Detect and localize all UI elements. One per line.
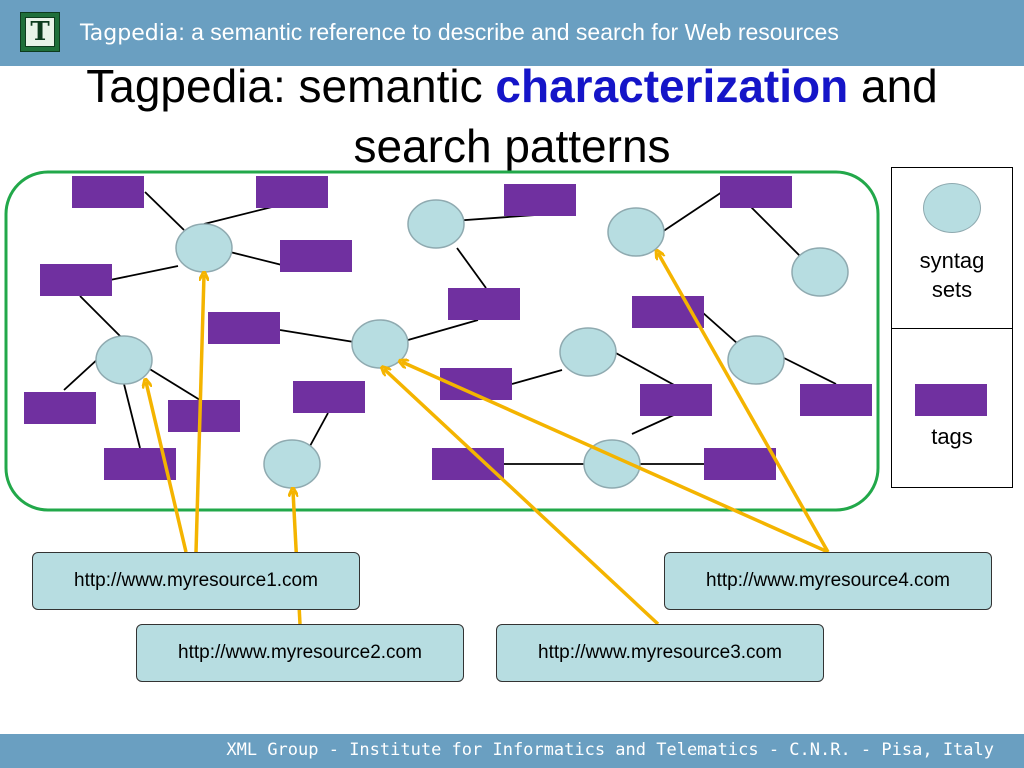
- tag: [704, 448, 776, 480]
- tag: [800, 384, 872, 416]
- legend-divider: [892, 328, 1012, 329]
- arrow-r4-a: [402, 362, 829, 554]
- syntag-set: [351, 319, 409, 369]
- legend-syntag-label-2: sets: [931, 277, 973, 302]
- legend-tag-rect: [915, 384, 987, 416]
- title-highlight: characterization: [495, 60, 849, 112]
- legend-syntag-label-1: syntag: [919, 248, 985, 273]
- title-part2: and: [848, 60, 938, 112]
- header-subtitle: : a semantic reference to describe and s…: [178, 19, 839, 45]
- header-bar: T Tagpedia: a semantic reference to desc…: [0, 0, 1024, 66]
- logo-letter: T: [25, 17, 55, 47]
- resource-4-box: http://www.myresource4.com: [664, 552, 992, 610]
- resource-2-box: http://www.myresource2.com: [136, 624, 464, 682]
- syntag-set: [791, 247, 849, 297]
- header-title: Tagpedia: a semantic reference to descri…: [80, 19, 839, 46]
- resource-3-box: http://www.myresource3.com: [496, 624, 824, 682]
- legend: syntag sets tags: [891, 167, 1013, 488]
- syntag-set: [727, 335, 785, 385]
- tag-space-boundary: [4, 170, 880, 512]
- tag: [432, 448, 504, 480]
- tag: [504, 184, 576, 216]
- syntag-set: [583, 439, 641, 489]
- footer-bar: XML Group - Institute for Informatics an…: [0, 734, 1024, 768]
- arrow-r1-a: [194, 275, 204, 553]
- slide-title: Tagpedia: semantic characterization and …: [0, 56, 1024, 176]
- syntag-sets-layer: [95, 199, 849, 489]
- tagpedia-logo: T: [20, 12, 60, 52]
- tag: [448, 288, 520, 320]
- arrow-r3: [384, 369, 660, 626]
- tag: [168, 400, 240, 432]
- footer-text: XML Group - Institute for Informatics an…: [226, 740, 994, 760]
- graph-edges: [63, 191, 837, 465]
- arrow-r1-b: [146, 382, 188, 553]
- syntag-set: [559, 327, 617, 377]
- tag: [293, 381, 365, 413]
- tag: [24, 392, 96, 424]
- syntag-set: [263, 439, 321, 489]
- tag: [280, 240, 352, 272]
- tags-layer: [24, 176, 872, 480]
- header-brand: Tagpedia: [80, 21, 179, 46]
- resource-1-box: http://www.myresource1.com: [32, 552, 360, 610]
- syntag-set: [175, 223, 233, 273]
- title-line2: search patterns: [353, 120, 671, 172]
- tag: [40, 264, 112, 296]
- tag: [72, 176, 144, 208]
- tag: [208, 312, 280, 344]
- tag: [256, 176, 328, 208]
- syntag-set: [607, 207, 665, 257]
- syntag-set: [95, 335, 153, 385]
- tag: [720, 176, 792, 208]
- syntag-set: [407, 199, 465, 249]
- tag: [640, 384, 712, 416]
- arrow-r4-b: [658, 253, 830, 553]
- legend-tags-label: tags: [931, 424, 973, 449]
- legend-syntag-circle: [923, 183, 981, 233]
- title-part1: Tagpedia: semantic: [86, 60, 496, 112]
